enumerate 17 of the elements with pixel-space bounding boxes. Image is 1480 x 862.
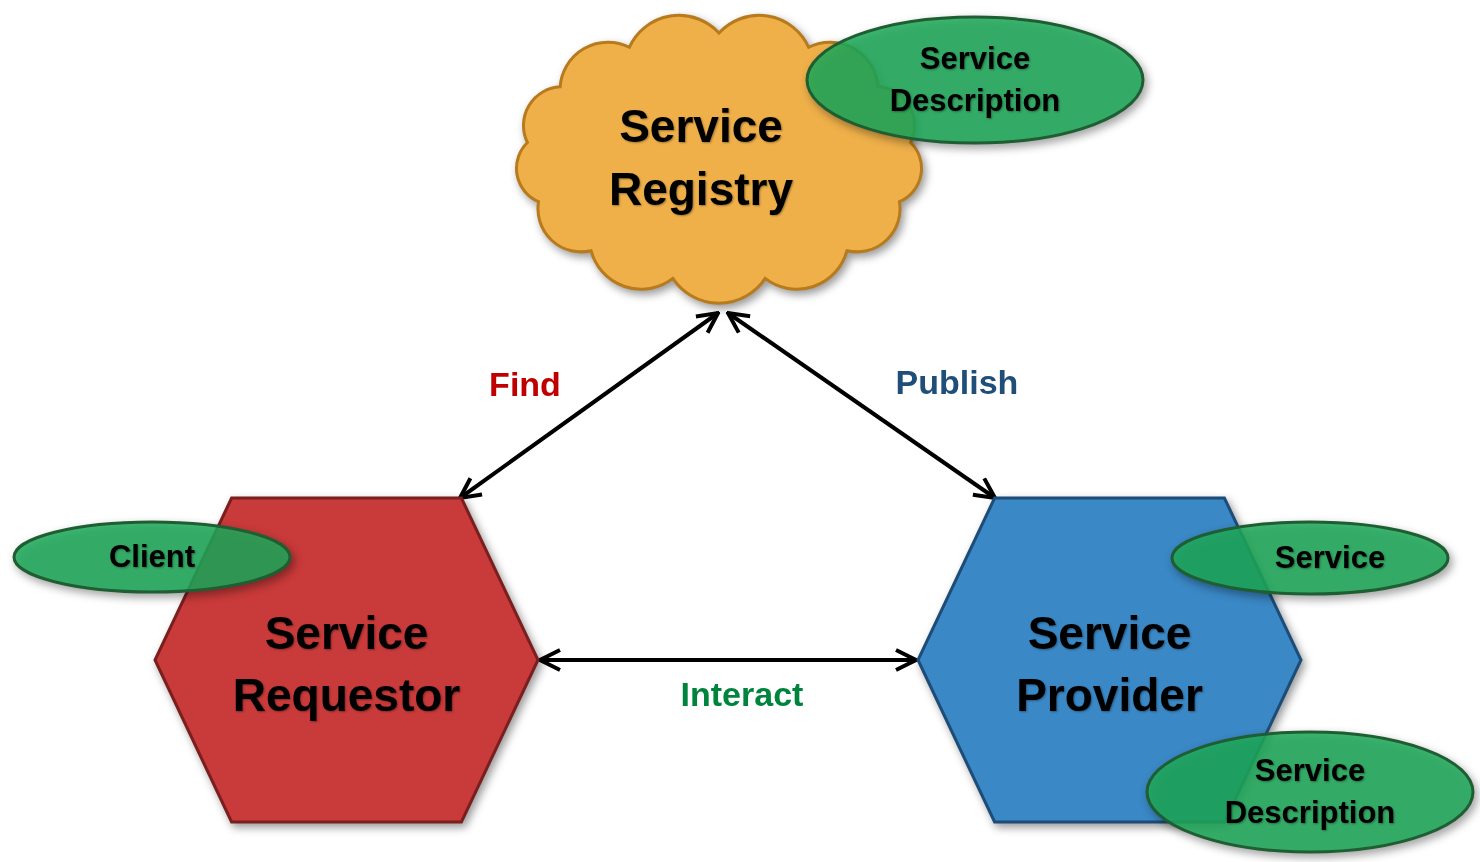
node-label: Service [1273,539,1387,578]
node-label: Service Description [888,40,1062,120]
arrow [538,648,918,672]
arrow [458,311,720,500]
ellipse-node [805,15,1145,145]
ellipse-node [1145,730,1475,854]
edge-label: Publish [895,362,1019,402]
node-label: Service Requestor [231,605,462,723]
ellipse-node [1170,520,1450,596]
arrow [726,311,997,500]
node-label: Service Description [1223,752,1397,832]
node-label: Service Registry [607,99,795,217]
node-label: Service Provider [1015,605,1204,723]
edge-label: Interact [680,674,804,714]
edge-label: Find [489,364,561,404]
ellipse-node [12,520,292,594]
node-label: Client [107,538,197,577]
